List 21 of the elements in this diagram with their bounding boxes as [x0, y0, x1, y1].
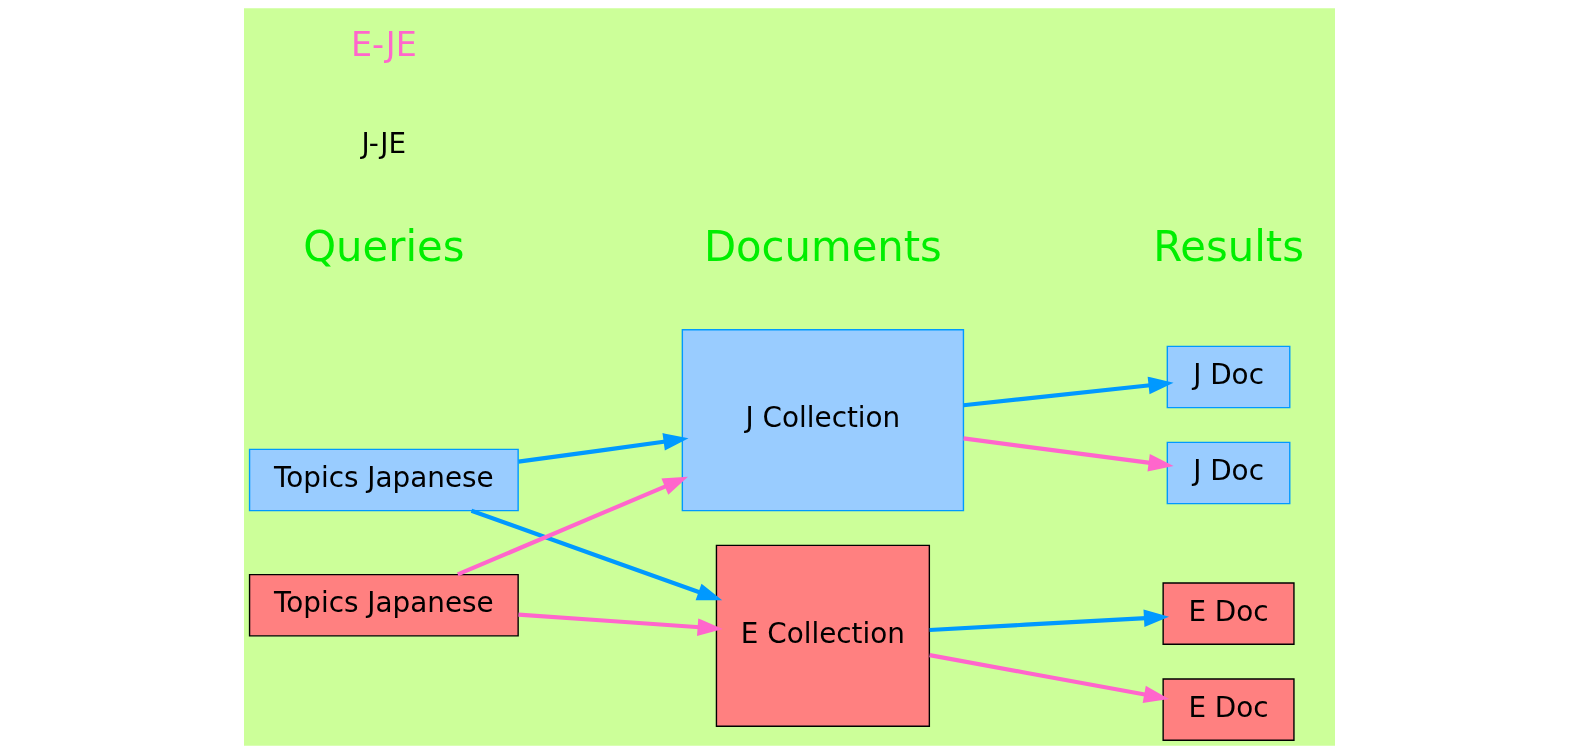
node-box: J Doc	[1166, 441, 1291, 505]
arrow	[518, 612, 723, 636]
node-box: E Doc	[1162, 582, 1295, 645]
arrow	[470, 508, 723, 601]
label: Results	[1153, 221, 1304, 271]
label: Queries	[303, 221, 465, 271]
arrow	[456, 476, 688, 577]
arrow	[518, 433, 689, 464]
arrow	[963, 436, 1174, 472]
arrow	[963, 376, 1174, 408]
arrow	[929, 609, 1169, 633]
node-box: J Doc	[1166, 345, 1291, 409]
label: Documents	[703, 221, 942, 271]
node-box: Topics Japanese	[248, 448, 519, 512]
label: J-JE	[361, 126, 407, 160]
node-box: E Doc	[1162, 678, 1295, 741]
arrow	[929, 653, 1169, 704]
node-box: J Collection	[681, 329, 965, 512]
node-box: Topics Japanese	[248, 573, 519, 637]
label: E-JE	[350, 24, 417, 64]
node-box: E Collection	[715, 544, 931, 727]
